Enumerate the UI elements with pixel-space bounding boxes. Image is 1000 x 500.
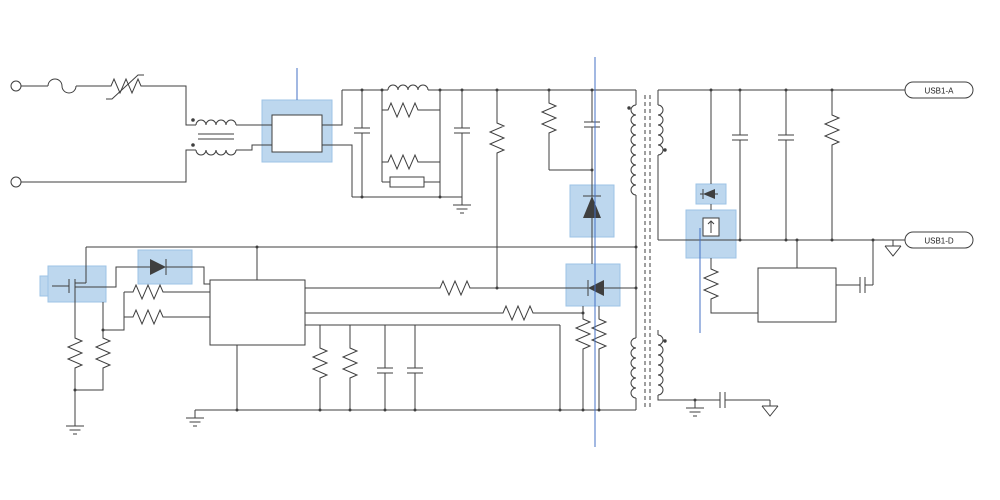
- transformer-core: [644, 95, 651, 410]
- divider-resistor-1[interactable]: [67, 334, 83, 372]
- sense-resistor-1[interactable]: [575, 315, 591, 353]
- ground-symbol[interactable]: [685, 399, 705, 417]
- wire-net[interactable]: [21, 78, 905, 418]
- dc-inductor[interactable]: [387, 84, 429, 91]
- flyback-transformer[interactable]: [627, 95, 667, 410]
- filter-resistor-2[interactable]: [342, 344, 358, 382]
- selection-highlights: [39, 99, 737, 307]
- ground-symbol[interactable]: [65, 417, 85, 435]
- sync-diode-triangle: [703, 189, 715, 199]
- primary-mosfet-highlight[interactable]: [565, 263, 621, 307]
- input-resistor-2[interactable]: [129, 309, 167, 325]
- pwm-controller-ic[interactable]: [209, 279, 306, 346]
- bulk-filter[interactable]: [353, 84, 472, 214]
- gate-resistor[interactable]: [436, 280, 474, 296]
- usb1-d-port[interactable]: USB1-D: [884, 231, 974, 257]
- diode-triangle: [150, 259, 166, 275]
- clamp-wires: [496, 90, 593, 288]
- ground-symbol[interactable]: [452, 196, 472, 214]
- usb1-a-label: USB1-A: [925, 87, 955, 96]
- sync-controller-arrow: [707, 220, 715, 233]
- controller-input-resistors[interactable]: [129, 284, 167, 325]
- ic-bypass-capacitor[interactable]: [851, 276, 874, 294]
- primary-mosfet[interactable]: [587, 280, 604, 296]
- bias-diode[interactable]: [148, 259, 167, 275]
- chassis-ground-symbol[interactable]: [761, 399, 779, 417]
- controller-resistors[interactable]: [436, 280, 537, 321]
- aux-winding-left[interactable]: [630, 337, 637, 399]
- polarity-dot: [627, 106, 631, 110]
- fuse: [47, 78, 77, 94]
- ac-terminal-line[interactable]: [10, 80, 22, 92]
- startup-resistor[interactable]: [489, 119, 505, 157]
- box-resistor[interactable]: [389, 176, 425, 188]
- choke-core: [198, 133, 234, 140]
- secondary-controller-ic[interactable]: [757, 267, 837, 323]
- usb1-d-pill[interactable]: [904, 231, 974, 249]
- varistor-strike: [106, 74, 144, 100]
- bleeder-resistor-2[interactable]: [384, 154, 422, 170]
- clamp-resistor[interactable]: [541, 99, 557, 137]
- usb1-a-port[interactable]: USB1-A: [904, 81, 974, 99]
- polarity-dot: [663, 339, 667, 343]
- startup-circuit[interactable]: [65, 279, 111, 435]
- secondary-wires: [657, 89, 905, 314]
- filter-capacitor-2[interactable]: [406, 357, 424, 384]
- startup-transistor-symbol[interactable]: [68, 279, 76, 293]
- sense-resistor-2[interactable]: [591, 315, 607, 353]
- polarity-dot: [191, 118, 195, 122]
- left-bias-wires: [52, 247, 258, 418]
- bleeder-resistor-1[interactable]: [384, 102, 422, 118]
- choke-winding-top[interactable]: [195, 119, 237, 126]
- guide-lines: [296, 57, 701, 447]
- clamp-diode[interactable]: [583, 195, 601, 218]
- aux-capacitor[interactable]: [711, 391, 734, 409]
- junction-dots: [73, 88, 875, 412]
- polarity-dot: [191, 143, 195, 147]
- output-capacitors[interactable]: [731, 111, 874, 294]
- chassis-ground-symbol[interactable]: [884, 239, 902, 257]
- snubber-clamp[interactable]: [489, 99, 601, 157]
- startup-transistor-highlight[interactable]: [47, 265, 107, 303]
- mosfet-triangle: [588, 280, 604, 296]
- sync-gate-resistor[interactable]: [703, 265, 719, 303]
- clamp-capacitor[interactable]: [583, 111, 601, 138]
- primary-wires: [86, 90, 637, 410]
- ground-symbol[interactable]: [185, 409, 205, 427]
- bridge-rectifier-body[interactable]: [271, 114, 323, 153]
- usb1-a-pill[interactable]: [904, 81, 974, 99]
- aux-winding-right[interactable]: [657, 334, 664, 396]
- sense-resistors[interactable]: [575, 315, 607, 353]
- bulk-capacitor-1[interactable]: [353, 117, 371, 144]
- ac-input[interactable]: [10, 74, 145, 188]
- bottom-filter[interactable]: [185, 344, 424, 427]
- bulk-capacitor-2[interactable]: [453, 117, 471, 144]
- diode-triangle: [583, 196, 601, 218]
- feedback-resistor[interactable]: [499, 305, 537, 321]
- filter-resistor-1[interactable]: [312, 344, 328, 382]
- load-resistor[interactable]: [824, 111, 840, 149]
- input-resistor-1[interactable]: [129, 284, 167, 300]
- choke-winding-bottom[interactable]: [195, 149, 237, 156]
- output-capacitor-2[interactable]: [777, 124, 795, 151]
- dc-bus-wires: [322, 89, 636, 198]
- usb1-d-label: USB1-D: [924, 237, 954, 246]
- common-mode-choke[interactable]: [191, 118, 237, 156]
- primary-winding[interactable]: [630, 104, 637, 196]
- polarity-dot: [663, 148, 667, 152]
- sync-rectifier[interactable]: [700, 189, 719, 303]
- sense-wires: [305, 306, 600, 410]
- secondary-winding[interactable]: [657, 104, 664, 156]
- output-capacitor-1[interactable]: [731, 124, 749, 151]
- ac-terminal-neutral[interactable]: [10, 176, 22, 188]
- aux-ground-cluster[interactable]: [685, 391, 779, 417]
- input-wires: [21, 85, 272, 183]
- divider-resistor-2[interactable]: [95, 334, 111, 372]
- filter-capacitor-1[interactable]: [376, 357, 394, 384]
- aux-ground-wires: [657, 330, 770, 401]
